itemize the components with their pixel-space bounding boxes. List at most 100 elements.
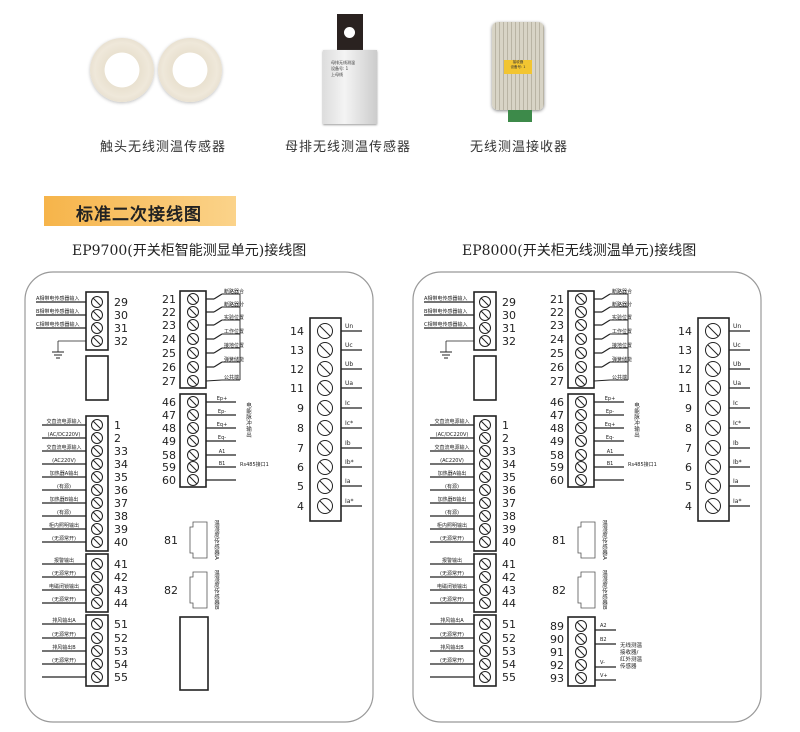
output-label-note: (有源) (445, 509, 459, 516)
status-label: 公共端 (612, 374, 627, 381)
wire (213, 293, 223, 300)
status-label: 断路器分 (612, 301, 632, 308)
screw-slot (188, 334, 198, 344)
input-label: B相带电传感器输入 (424, 308, 467, 315)
output-label: 排风输出B (52, 644, 76, 651)
status-label: 弹簧储能 (224, 356, 244, 363)
status-label: 断路器分 (224, 301, 244, 308)
terminal-number: 1 (502, 419, 509, 432)
terminal-number: 34 (502, 458, 516, 471)
status-label: 工作位置 (224, 328, 244, 335)
terminal-number: 47 (162, 409, 176, 422)
terminal-number: 38 (502, 510, 516, 523)
screw-slot (480, 672, 490, 682)
terminal-number: 52 (114, 632, 128, 645)
input-label: B相带电传感器输入 (36, 308, 79, 315)
screw-slot (480, 446, 490, 456)
screw-slot (188, 436, 198, 446)
terminal-number: 92 (550, 659, 564, 672)
terminal-number: 36 (114, 484, 128, 497)
status-label: 实验位置 (612, 314, 632, 321)
wire (213, 361, 223, 368)
receiver-label: V- (600, 660, 605, 666)
screw-slot (188, 294, 198, 304)
measurement-label: Ua (733, 380, 741, 387)
terminal-number: 43 (114, 584, 128, 597)
measurement-label: Ia* (733, 498, 741, 505)
ring-sensor-image (158, 38, 222, 102)
output-label-note: (AC/DC220V) (48, 432, 81, 438)
wire (601, 293, 611, 300)
wire (601, 333, 611, 340)
screw-slot (480, 598, 490, 608)
terminal-number: 39 (502, 523, 516, 536)
device-text: 设备号: 1 (510, 65, 526, 69)
receiver-side-label: 无线测温 (620, 641, 643, 649)
screw-slot (576, 410, 586, 420)
terminal-number: 48 (162, 422, 176, 435)
terminal-number: 27 (550, 375, 564, 388)
terminal-number: 46 (550, 396, 564, 409)
screw-slot (480, 633, 490, 643)
terminal-number: 43 (502, 584, 516, 597)
measurement-label: Ia* (345, 498, 353, 505)
output-label-note: (无源常开) (52, 570, 76, 577)
screw-slot (480, 472, 490, 482)
receiver-label: A2 (600, 623, 607, 629)
terminal-number: 52 (502, 632, 516, 645)
screw-slot (92, 598, 102, 608)
screw-slot (92, 572, 102, 582)
output-label: 电磁闭锁输出 (437, 583, 467, 590)
measurement-label: Ib* (345, 459, 354, 466)
terminal-number: 91 (550, 646, 564, 659)
connector-label: 温湿度传感器B (213, 569, 220, 610)
screw-slot (319, 325, 331, 337)
output-label-note: (无源常开) (52, 535, 76, 542)
wire (213, 333, 223, 340)
output-label: 电磁闭锁输出 (49, 583, 79, 590)
screw-slot (92, 524, 102, 534)
terminal-number: 7 (685, 442, 692, 455)
input-label: C相带电传感器输入 (424, 321, 468, 328)
screw-slot (707, 325, 719, 337)
output-label-note: (无源常开) (440, 535, 464, 542)
connector-number: 82 (164, 584, 178, 597)
terminal-number: 40 (502, 536, 516, 549)
terminal-number: 23 (550, 319, 564, 332)
screw-slot (480, 511, 490, 521)
screw-slot (92, 446, 102, 456)
measurement-label: Ic* (733, 420, 741, 427)
screw-slot (707, 442, 719, 454)
measurement-label: Ia (345, 478, 351, 485)
terminal-number: 42 (114, 571, 128, 584)
sensor-connector-icon (189, 521, 208, 559)
terminal-number: 13 (678, 344, 692, 357)
output-label: 排风输出B (440, 644, 464, 651)
screw-slot (480, 420, 490, 430)
screw-slot (576, 436, 586, 446)
receiver-body-image: 接收器 设备号: 1 (492, 22, 544, 110)
terminal-number: 12 (678, 363, 692, 376)
terminal-number: 4 (685, 500, 692, 513)
status-label: 接地位置 (224, 342, 244, 349)
screw-slot (576, 294, 586, 304)
terminal-number: 22 (550, 306, 564, 319)
terminal-number: 58 (550, 449, 564, 462)
terminal-number: 37 (114, 497, 128, 510)
terminal-number: 9 (685, 402, 692, 415)
screw-slot (92, 498, 102, 508)
terminal-number: 9 (297, 402, 304, 415)
product-caption: 无线测温接收器 (470, 140, 569, 155)
terminal-number: 32 (114, 335, 128, 348)
busbar-hole (344, 27, 355, 38)
terminal-number: 25 (162, 347, 176, 360)
pulse-label: Ep- (606, 409, 614, 415)
terminal-number: 31 (114, 322, 128, 335)
measurement-label: Ub (733, 361, 741, 368)
diagram-title-ep8000: EP8000(开关柜无线测温单元)接线图 (462, 243, 697, 259)
empty-module-slot (473, 355, 497, 401)
terminal-number: 11 (678, 382, 692, 395)
screw-slot (92, 310, 102, 320)
pulse-label: Ep+ (605, 396, 616, 402)
output-label: 加热器B输出 (438, 496, 466, 503)
